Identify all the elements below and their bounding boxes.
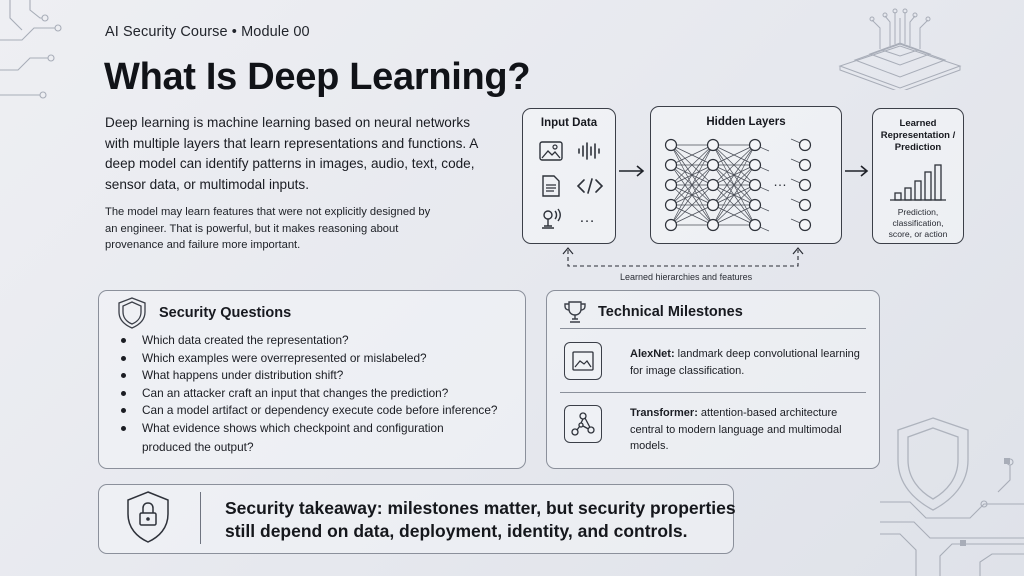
neuron-node [706,138,720,152]
arrow-right-icon [845,165,869,177]
milestone-alexnet-icon-frame [564,342,602,380]
neuron-node [748,198,762,212]
takeaway-text: Security takeaway: milestones matter, bu… [225,497,736,543]
neuron-node [664,218,678,232]
neuron-node [798,158,812,172]
neuron-node [706,178,720,192]
milestone-text: landmark deep convolutional learning [674,348,860,360]
page-title: What Is Deep Learning? [104,56,531,98]
milestone-text: central to modern language and multimoda… [630,423,842,436]
shield-decoration [897,417,969,511]
technical-milestones-panel [546,290,880,469]
intro-note: The model may learn features that were n… [105,206,431,251]
hidden-layers-box: Hidden Layers … [650,106,842,244]
document-icon [542,175,560,197]
neural-network-graphic [664,138,812,232]
course-label: AI Security Course • Module 00 [105,24,310,40]
list-item: Which examples were overrepresented or m… [118,350,518,368]
output-label-line2: Representation / [880,130,956,141]
milestone-transformer: Transformer: attention-based architectur… [630,405,870,455]
hidden-ellipsis: … [773,173,787,189]
milestone-name: Transformer: [630,407,698,419]
image-icon [539,141,563,161]
audio-waveform-icon [578,142,600,160]
neuron-node [748,138,762,152]
neuron-node [748,178,762,192]
output-desc-line1: Prediction, [897,207,939,217]
neuron-node [706,198,720,212]
list-item: Which data created the representation? [118,332,518,350]
milestone-text: attention-based architecture [697,407,838,419]
ellipsis-icon: … [579,209,595,226]
technical-milestones-heading: Technical Milestones [598,304,743,320]
arrow-right-icon [619,165,645,177]
list-item: What happens under distribution shift? [118,367,518,385]
intro-paragraph: Deep learning is machine learning based … [105,115,478,192]
output-desc-line3: score, or action [888,229,948,239]
takeaway-panel [98,484,734,554]
microphone-icon [542,208,561,229]
security-questions-panel [98,290,526,469]
neuron-node [664,138,678,152]
output-label-line1: Learned [899,118,937,129]
milestone-name: AlexNet: [630,348,675,360]
circuit-decoration-bottom-right [880,458,1024,576]
feedback-loop-arrow [562,247,804,267]
takeaway-line1: Security takeaway: milestones matter, bu… [225,498,736,518]
chip-stack-decoration [838,8,962,90]
security-questions-heading: Security Questions [159,305,292,321]
image-icon [572,351,594,371]
circuit-decoration-top-left [0,0,62,99]
milestone-alexnet: AlexNet: landmark deep convolutional lea… [630,346,866,379]
neuron-node [748,218,762,232]
neuron-node [798,198,812,212]
output-box: Learned Representation / Prediction Pred… [872,108,964,244]
hidden-layers-label: Hidden Layers [706,116,786,128]
list-item: Can an attacker craft an input that chan… [118,385,518,403]
input-data-box: Input Data … [522,108,616,244]
bar-chart-icon [890,164,946,201]
neuron-node [798,138,812,152]
neuron-node [664,198,678,212]
list-item-continuation: produced the output? [142,440,254,454]
output-label-line3: Prediction [894,142,942,153]
neuron-node [748,158,762,172]
neuron-node [798,218,812,232]
milestone-text: for image classification. [630,364,745,377]
milestone-transformer-icon-frame [564,405,602,443]
list-item: Can a model artifact or dependency execu… [118,402,518,420]
takeaway-line2: still depend on data, deployment, identi… [225,521,688,541]
output-desc-line2: classification, [892,218,944,228]
input-data-label: Input Data [540,117,598,129]
security-questions-list: Which data created the representation? W… [118,332,518,437]
feedback-caption: Learned hierarchies and features [620,272,753,282]
network-graph-icon [571,412,595,436]
neuron-node [706,218,720,232]
neuron-node [664,178,678,192]
neuron-node [664,158,678,172]
milestone-text: models. [630,440,669,452]
list-item: What evidence shows which checkpoint and… [118,420,518,438]
neuron-node [798,178,812,192]
neuron-node [706,158,720,172]
code-icon [576,178,604,194]
